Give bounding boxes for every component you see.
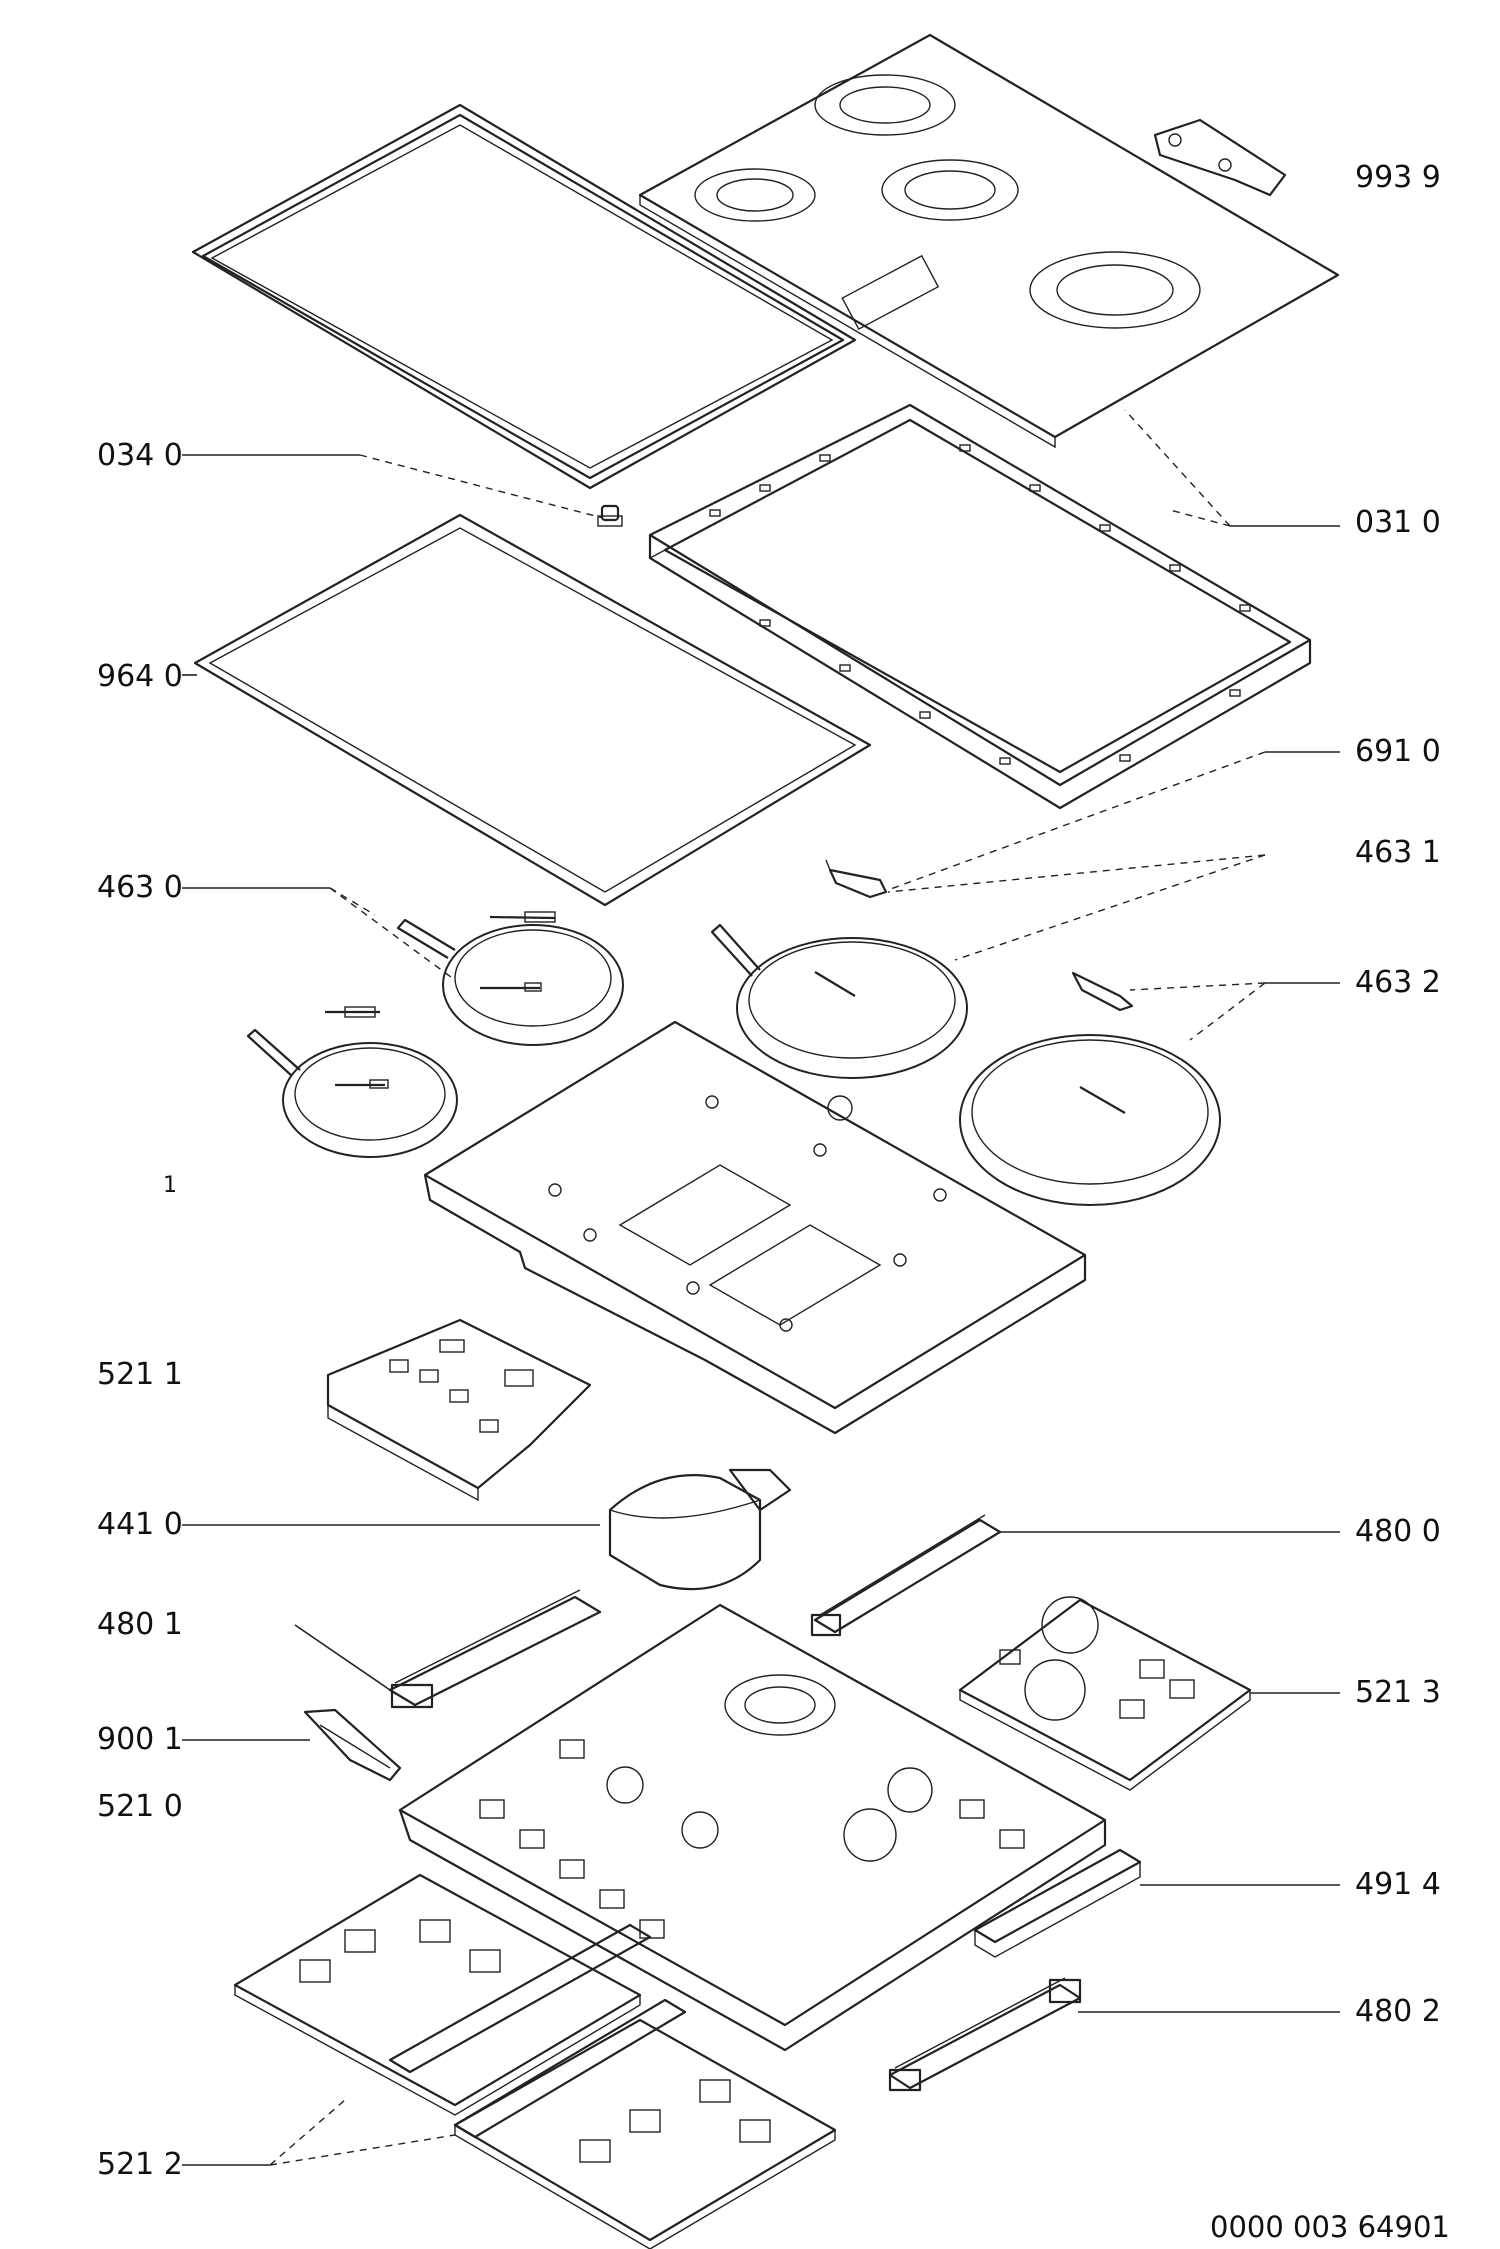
seal-part xyxy=(193,513,872,907)
part-label-463-2: 463 2 xyxy=(1355,965,1441,1000)
cable-harness-upper xyxy=(810,1514,1002,1637)
heating-element-medium xyxy=(710,923,968,1079)
part-label-964-0: 964 0 xyxy=(97,659,183,694)
glass-frame-part xyxy=(191,103,857,527)
bracket-part xyxy=(825,859,888,899)
cover-part xyxy=(973,1848,1142,1958)
main-housing-part xyxy=(398,1603,1107,2052)
heating-element-small-front xyxy=(246,1028,458,1158)
housing-frame-part xyxy=(648,403,1312,810)
part-label-521-1: 521 1 xyxy=(97,1357,183,1392)
drawing-number: 0000 003 64901 xyxy=(1210,2210,1450,2244)
temperature-sensor-parts xyxy=(325,911,1134,1018)
cable-harness-left xyxy=(388,1589,602,1709)
part-label-1: 1 xyxy=(163,1173,177,1198)
cable-harness-lower xyxy=(888,1977,1082,2092)
part-label-480-0: 480 0 xyxy=(1355,1514,1441,1549)
control-board-part xyxy=(326,1318,592,1502)
power-board-left xyxy=(233,1873,652,2116)
part-label-993-9: 993 9 xyxy=(1355,160,1441,195)
part-label-491-4: 491 4 xyxy=(1355,1867,1441,1902)
part-label-521-3: 521 3 xyxy=(1355,1675,1441,1710)
part-label-441-0: 441 0 xyxy=(97,1507,183,1542)
power-board-part xyxy=(958,1596,1252,1791)
glass-cooktop-part xyxy=(638,33,1340,449)
part-label-480-2: 480 2 xyxy=(1355,1994,1441,2029)
part-label-034-0: 034 0 xyxy=(97,438,183,473)
power-board-right xyxy=(453,1998,837,2249)
heating-element-small-rear xyxy=(396,918,624,1046)
part-label-031-0: 031 0 xyxy=(1355,505,1441,540)
part-label-463-0: 463 0 xyxy=(97,870,183,905)
part-label-521-2: 521 2 xyxy=(97,2147,183,2182)
support-plate-part xyxy=(423,1020,1087,1435)
part-label-521-0: 521 0 xyxy=(97,1789,183,1824)
part-label-463-1: 463 1 xyxy=(1355,835,1441,870)
cooling-fan-part xyxy=(608,1468,792,1591)
part-label-691-0: 691 0 xyxy=(1355,734,1441,769)
leader-lines xyxy=(182,409,1340,2166)
part-label-900-1: 900 1 xyxy=(97,1722,183,1757)
heating-element-large xyxy=(959,1034,1221,1206)
clip-part xyxy=(303,1708,402,1782)
part-label-480-1: 480 1 xyxy=(97,1607,183,1642)
